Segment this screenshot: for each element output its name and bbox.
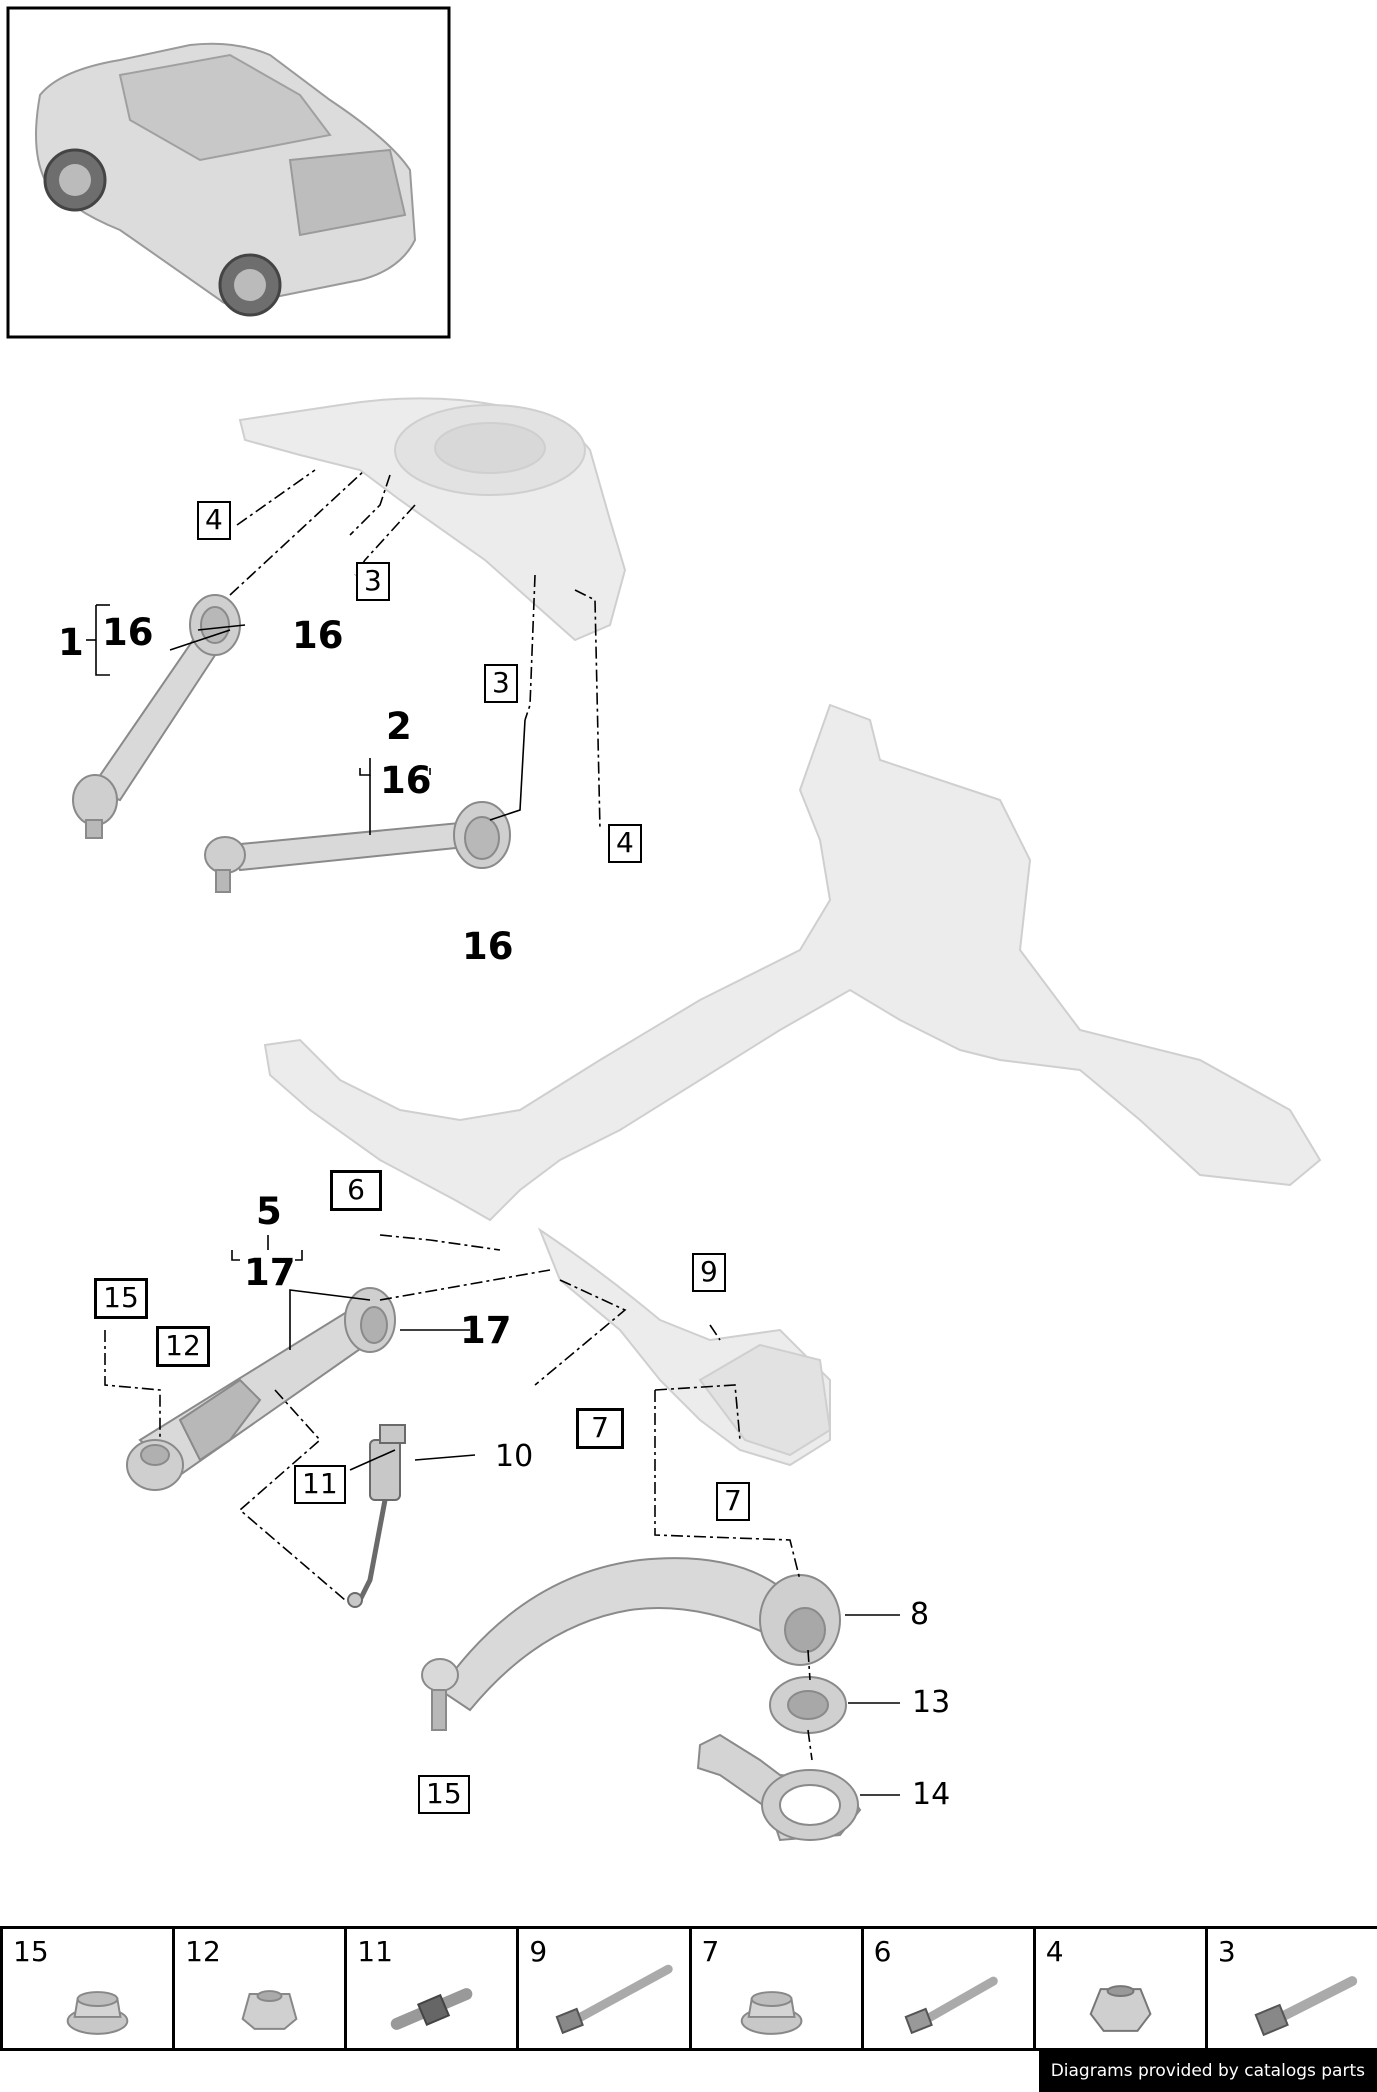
part-cell-11[interactable]: 11: [344, 1929, 516, 2048]
leader-lines: [86, 469, 900, 1796]
part-cell-3[interactable]: 3: [1204, 1929, 1377, 2048]
hex-nut-icon: [241, 1990, 298, 2030]
callout-4-top: 4: [197, 501, 231, 540]
hex-nut-icon: [1089, 1985, 1152, 2032]
callout-17-right: 17: [460, 1309, 512, 1352]
callout-8: 8: [910, 1597, 930, 1632]
part-number: 4: [1045, 1935, 1064, 1968]
lower-control-arm-8: [421, 1557, 841, 1731]
callout-16-arm2-bottom: 16: [462, 925, 514, 968]
callout-10: 10: [495, 1439, 534, 1474]
callout-6: 6: [330, 1170, 382, 1211]
callout-15-left: 15: [94, 1278, 148, 1319]
footer-credit: Diagrams provided by catalogs parts: [1038, 2049, 1377, 2092]
part-number: 12: [185, 1935, 221, 1968]
vehicle-overview-thumbnail: [6, 6, 451, 339]
part-cell-7[interactable]: 7: [688, 1929, 861, 2048]
callout-16-arm2-top: 16: [380, 759, 432, 802]
flange-nut-icon: [740, 1991, 802, 2035]
part-cell-9[interactable]: 9: [516, 1929, 688, 2048]
callout-1: 1: [58, 621, 84, 664]
callout-2: 2: [386, 705, 412, 748]
callout-3-middle: 3: [484, 664, 518, 703]
callout-7-right: 7: [716, 1482, 750, 1521]
callout-15-bottom: 15: [418, 1775, 470, 1814]
upper-control-arm-1: [72, 594, 241, 839]
long-bolt-icon: [555, 1964, 674, 2035]
lower-control-arm-5: [126, 1287, 396, 1491]
stud-bolt-icon: [391, 1988, 473, 2030]
callout-5: 5: [256, 1190, 282, 1233]
subframe-ghost: [263, 703, 1322, 1467]
part-cell-4[interactable]: 4: [1032, 1929, 1205, 2048]
level-sensor-10: [347, 1424, 406, 1608]
callout-16-top-right: 16: [292, 614, 344, 657]
callout-16-top-left: 16: [102, 611, 154, 654]
callout-17-top: 17: [244, 1251, 296, 1294]
part-cell-6[interactable]: 6: [860, 1929, 1033, 2048]
callout-13: 13: [912, 1685, 951, 1720]
footer-text: Diagrams provided by catalogs parts: [1050, 2060, 1365, 2081]
fastener-parts-strip: 15 12 11 9 7 6: [0, 1926, 1377, 2051]
parts-diagram: [6, 6, 1322, 1842]
bracket-14: [696, 1733, 862, 1842]
part-number: 15: [13, 1935, 49, 1968]
part-number: 9: [529, 1935, 548, 1968]
part-cell-12[interactable]: 12: [172, 1929, 344, 2048]
callout-3-top: 3: [356, 562, 390, 601]
spring-tower-ghost: [238, 397, 627, 642]
part-number: 3: [1217, 1935, 1236, 1968]
part-number: 11: [357, 1935, 393, 1968]
part-number: 6: [873, 1935, 892, 1968]
callout-4-middle: 4: [608, 824, 642, 863]
callout-11: 11: [294, 1465, 346, 1504]
bolt-icon: [904, 1976, 998, 2035]
callout-14: 14: [912, 1777, 951, 1812]
bolt-icon: [1254, 1976, 1358, 2037]
part-number: 7: [701, 1935, 720, 1968]
callout-12: 12: [156, 1326, 210, 1367]
upper-control-arm-2: [204, 801, 511, 893]
callout-9: 9: [692, 1253, 726, 1292]
callout-7-left: 7: [576, 1408, 624, 1449]
flange-nut-icon: [66, 1991, 129, 2035]
part-cell-15[interactable]: 15: [0, 1929, 172, 2048]
bushing-13: [769, 1676, 847, 1734]
